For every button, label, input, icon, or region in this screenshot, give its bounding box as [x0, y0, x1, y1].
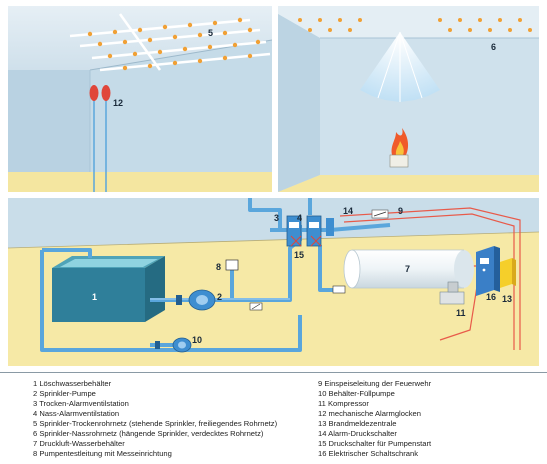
room-wet-pipe: 6: [278, 6, 539, 192]
sprinkler-heads-pendent: [298, 18, 532, 32]
label-15: 15: [294, 250, 304, 260]
pressure-tank: [343, 249, 474, 289]
fire-alarm-panel: [500, 258, 516, 288]
label-8: 8: [216, 262, 221, 272]
legend-item: 10 Behälter-Füllpumpe: [318, 389, 395, 398]
label-10: 10: [192, 335, 202, 345]
legend-item: 4 Nass-Alarmventilstation: [33, 409, 120, 418]
legend-item: 2 Sprinkler-Pumpe: [33, 389, 96, 398]
legend-item: 7 Druckluft-Wasserbehälter: [33, 439, 125, 448]
label-4: 4: [297, 213, 302, 223]
legend-item: 14 Alarm-Druckschalter: [318, 429, 397, 438]
alarm-valve-stations: [286, 215, 334, 247]
legend: 1 Löschwasserbehälter 2 Sprinkler-Pumpe …: [0, 372, 547, 464]
legend-item: 15 Druckschalter für Pumpenstart: [318, 439, 432, 448]
legend-item: 16 Elektrischer Schaltschrank: [318, 449, 419, 458]
legend-item: 1 Löschwasserbehälter: [33, 379, 112, 388]
flow-meter: [225, 259, 239, 271]
label-12: 12: [113, 98, 123, 108]
water-tank: [52, 256, 165, 322]
label-6: 6: [491, 42, 496, 52]
legend-item: 3 Trocken-Alarmventilstation: [33, 399, 129, 408]
label-7: 7: [405, 264, 410, 274]
legend-item: 5 Sprinkler-Trockenrohrnetz (stehende Sp…: [33, 419, 278, 428]
legend-item: 8 Pumpentestleitung mit Messeinrichtung: [33, 449, 172, 458]
legend-item: 6 Sprinkler-Nassrohrnetz (hängende Sprin…: [33, 429, 264, 438]
control-cabinet: [476, 246, 500, 296]
fire-basket: [389, 128, 409, 168]
label-5: 5: [208, 28, 213, 38]
sprinkler-heads-upright: [87, 17, 261, 71]
label-3: 3: [274, 213, 279, 223]
legend-column-right: 9 Einspeiseleitung der Feuerwehr 10 Behä…: [318, 379, 431, 459]
plant-room: 1: [7, 198, 540, 366]
legend-item: 12 mechanische Alarmglocken: [318, 409, 421, 418]
sprinkler-pump: [176, 289, 216, 311]
label-2: 2: [217, 292, 222, 302]
fire-brigade-feed: [339, 207, 521, 350]
label-14: 14: [343, 206, 353, 216]
legend-column-left: 1 Löschwasserbehälter 2 Sprinkler-Pumpe …: [33, 379, 277, 459]
sprinkler-system-diagram: 12 5 6: [0, 0, 547, 372]
label-16: 16: [486, 292, 496, 302]
legend-item: 11 Kompressor: [318, 399, 369, 408]
label-9: 9: [398, 206, 403, 216]
filling-pump: [155, 337, 192, 353]
label-11: 11: [456, 308, 466, 318]
label-1: 1: [92, 292, 97, 302]
alarm-bells: [89, 85, 111, 210]
compressor: [439, 281, 465, 305]
legend-item: 9 Einspeiseleitung der Feuerwehr: [318, 379, 432, 388]
legend-item: 13 Brandmeldezentrale: [318, 419, 397, 428]
label-13: 13: [502, 294, 512, 304]
room-dry-pipe: 12 5: [8, 6, 273, 210]
